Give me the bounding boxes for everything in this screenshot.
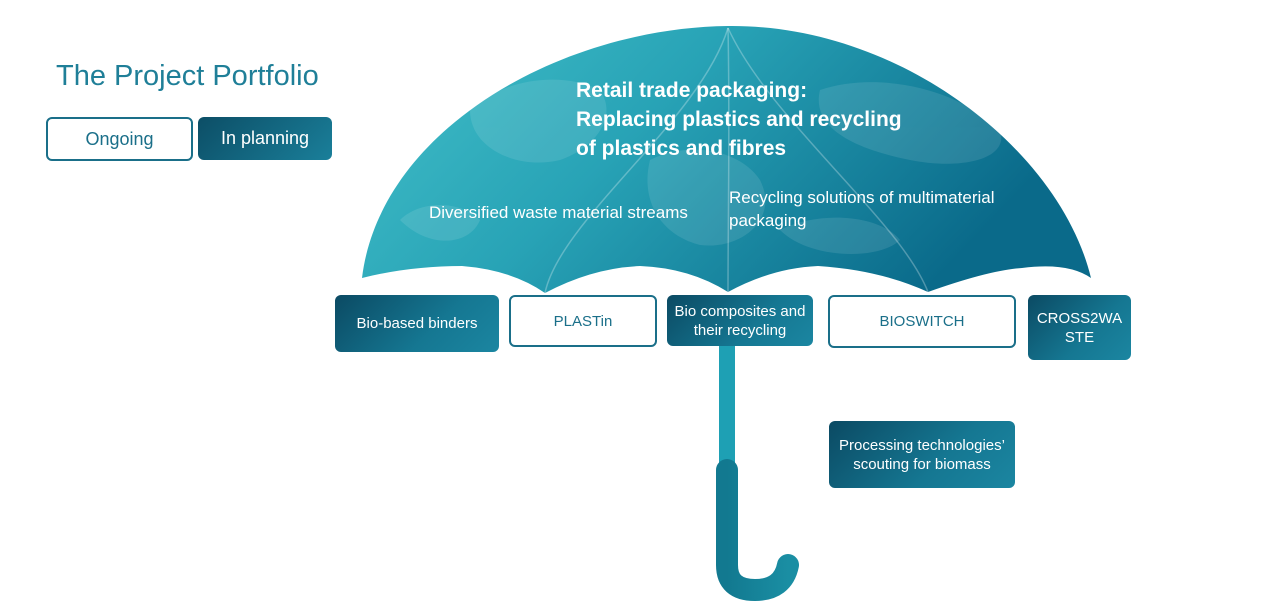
- project-bio-composites: Bio composites and their recycling: [667, 295, 813, 346]
- world-map-texture: [400, 79, 1002, 254]
- project-plastin: PLASTin: [509, 295, 657, 347]
- canopy-heading-line: Retail trade packaging:: [576, 79, 808, 102]
- umbrella-ribs: [544, 27, 929, 294]
- page-title: The Project Portfolio: [56, 60, 319, 92]
- project-processing-scouting: Processing technologies’ scouting for bi…: [829, 421, 1015, 488]
- legend-ongoing: Ongoing: [46, 117, 193, 161]
- project-bio-based-binders: Bio-based binders: [335, 295, 499, 352]
- umbrella-handle: [716, 459, 799, 601]
- stream-diversified-waste: Diversified waste material streams: [429, 203, 688, 222]
- umbrella-shaft: [719, 330, 735, 480]
- canopy-heading-line: of plastics and fibres: [576, 137, 787, 160]
- stream-multimaterial-recycling: Recycling solutions of multimaterial pac…: [729, 188, 995, 230]
- project-cross2waste: CROSS2WA STE: [1028, 295, 1131, 360]
- canopy-heading-line: Replacing plastics and recycling: [576, 108, 902, 131]
- canopy-heading: Retail trade packaging: Replacing plasti…: [576, 76, 976, 163]
- project-bioswitch: BIOSWITCH: [828, 295, 1016, 348]
- umbrella-canopy: [362, 25, 1091, 293]
- legend-in-planning: In planning: [198, 117, 332, 160]
